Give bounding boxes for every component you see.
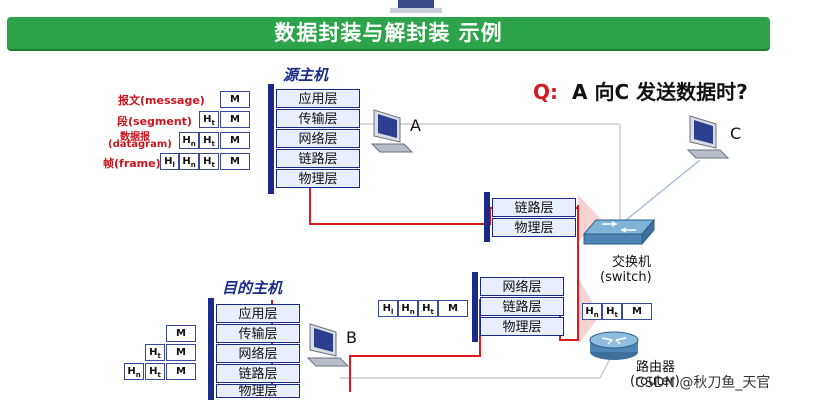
router-stack: 网络层 链路层 物理层 — [472, 272, 568, 344]
stack-border — [268, 84, 274, 194]
switch-layer-link: 链路层 — [492, 198, 576, 217]
pdu-cell: Hn — [398, 300, 418, 317]
source-host-stack: 应用层 传输层 网络层 链路层 物理层 — [268, 84, 364, 196]
pdu-message-label: 报文(message) — [118, 92, 205, 108]
dest-layer-network: 网络层 — [216, 344, 300, 363]
router-icon — [588, 328, 640, 362]
link-switch-c — [620, 160, 700, 225]
computer-icon — [686, 114, 730, 160]
pdu-cell: Hl — [160, 153, 179, 170]
pdu-cell: M — [220, 132, 250, 149]
pdu-cell: M — [220, 153, 250, 170]
dest-host-title: 目的主机 — [222, 277, 282, 298]
question-marker: Q: — [533, 80, 558, 104]
pdu-cell: M — [166, 344, 196, 361]
pdu-cell: Ht — [145, 363, 165, 380]
pdu-cell: Ht — [602, 303, 622, 320]
node-a-label: A — [410, 116, 421, 135]
pdu-cell: M — [220, 111, 250, 128]
switch-icon — [582, 218, 656, 248]
source-layer-physical: 物理层 — [276, 169, 360, 188]
pdu-cell: M — [438, 300, 468, 317]
dest-host-stack: 应用层 传输层 网络层 链路层 物理层 — [208, 298, 304, 400]
pdu-cell: Hn — [582, 303, 602, 320]
pdu-cell: Ht — [418, 300, 438, 317]
source-host-title: 源主机 — [283, 64, 328, 85]
stack-border — [484, 192, 490, 242]
pdu-cell: M — [622, 303, 652, 320]
pdu-cell: Hn — [179, 132, 199, 149]
switch-label-en: (switch) — [600, 270, 652, 285]
source-layer-transport: 传输层 — [276, 109, 360, 128]
pdu-cell: Ht — [145, 344, 165, 361]
pdu-datagram-label-en: (datagram) — [108, 139, 172, 150]
pdu-frame-label: 帧(frame) — [103, 155, 161, 171]
source-layer-link: 链路层 — [276, 149, 360, 168]
dest-layer-link: 链路层 — [216, 364, 300, 383]
pdu-cell: M — [166, 363, 196, 380]
router-layer-physical: 物理层 — [480, 317, 564, 336]
pdu-cell: Hn — [124, 363, 144, 380]
stack-border — [208, 298, 214, 400]
dest-layer-application: 应用层 — [216, 304, 300, 323]
source-layer-application: 应用层 — [276, 89, 360, 108]
switch-layer-physical: 物理层 — [492, 218, 576, 237]
source-layer-network: 网络层 — [276, 129, 360, 148]
question-text: A 向C 发送数据时? — [572, 80, 748, 104]
pdu-segment-label: 段(segment) — [117, 113, 192, 129]
dest-layer-physical: 物理层 — [216, 384, 300, 398]
question: Q: A 向C 发送数据时? — [533, 76, 748, 105]
switch-label: 交换机 — [612, 251, 651, 270]
dest-layer-transport: 传输层 — [216, 324, 300, 343]
computer-icon — [370, 108, 414, 154]
computer-icon — [306, 322, 350, 368]
node-c-label: C — [730, 124, 741, 143]
pdu-cell: M — [166, 325, 196, 342]
pdu-cell: Hn — [179, 153, 199, 170]
router-layer-network: 网络层 — [480, 277, 564, 296]
pdu-cell: Ht — [199, 153, 219, 170]
watermark: CSDN @秋刀鱼_天官 — [635, 372, 770, 392]
switch-stack: 链路层 物理层 — [484, 192, 580, 244]
node-b-label: B — [346, 328, 357, 347]
pdu-cell: Hl — [378, 300, 398, 317]
router-layer-link: 链路层 — [480, 297, 564, 316]
pdu-cell: Ht — [199, 132, 219, 149]
pdu-cell: M — [220, 91, 250, 108]
stack-border — [472, 272, 478, 342]
pdu-cell: Ht — [199, 111, 219, 128]
